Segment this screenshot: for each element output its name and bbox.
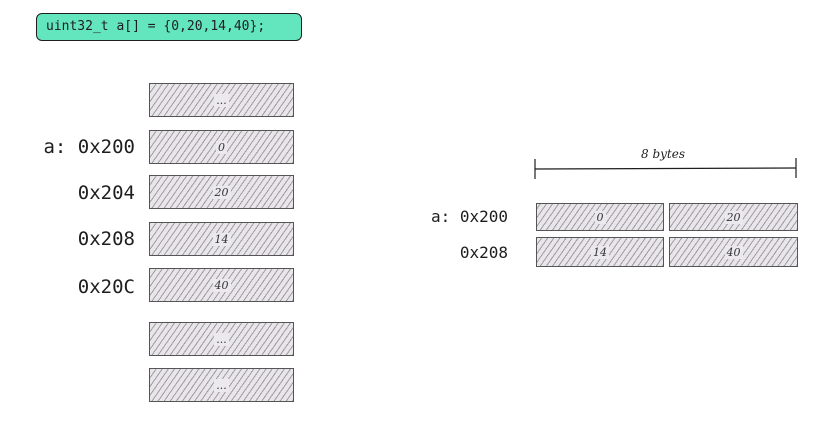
memory-cell: 14 xyxy=(536,237,664,267)
address-label: a: 0x200 xyxy=(430,207,508,226)
memory-cell: 0 xyxy=(149,130,294,164)
memory-cell: 20 xyxy=(149,175,294,209)
address-label: 0x208 xyxy=(77,228,135,250)
memory-cell: ... xyxy=(149,83,294,117)
memory-cell: 20 xyxy=(669,203,798,231)
width-dimension-line xyxy=(534,158,797,179)
address-label: 0x204 xyxy=(77,182,135,204)
address-label: 0x208 xyxy=(459,243,508,262)
address-label: 0x20C xyxy=(77,276,135,298)
memory-cell: 40 xyxy=(149,268,294,302)
memory-cell: 14 xyxy=(149,222,294,256)
memory-cell: 0 xyxy=(536,203,664,231)
memory-cell: 40 xyxy=(669,237,798,267)
width-label: 8 bytes xyxy=(641,147,685,161)
address-label: a: 0x200 xyxy=(43,136,135,158)
code-snippet: uint32_t a[] = {0,20,14,40}; xyxy=(36,13,302,41)
memory-cell: ... xyxy=(149,368,294,402)
memory-cell: ... xyxy=(149,322,294,356)
